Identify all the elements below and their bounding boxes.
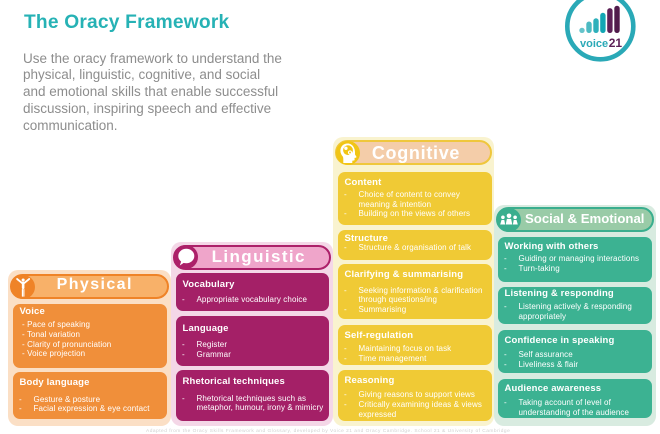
svg-text:voice: voice — [580, 38, 608, 50]
svg-text:21: 21 — [609, 36, 623, 50]
